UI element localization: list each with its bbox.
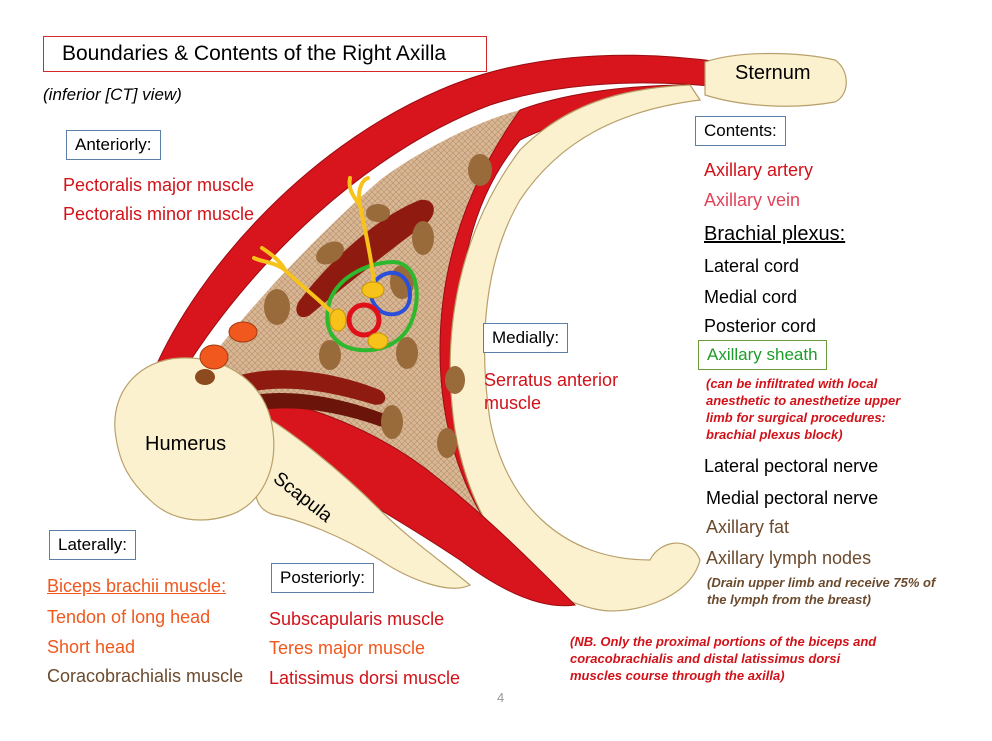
posterior-heading: Posteriorly: — [271, 563, 375, 593]
contents-medial-pectoral: Medial pectoral nerve — [706, 488, 879, 508]
medial-item: muscle — [484, 393, 542, 413]
sternum-label: Sternum — [735, 62, 811, 84]
axillary-artery — [346, 302, 382, 338]
sheath-note: (can be infiltrated with local anestheti… — [706, 376, 901, 442]
posterior-item: Subscapularis muscle — [269, 609, 445, 629]
page-subtitle: (inferior [CT] view) — [43, 85, 182, 104]
chest-wall-bone — [449, 84, 702, 612]
pectoralis-minor — [296, 199, 434, 318]
page-number: 4 — [497, 690, 505, 705]
contents-lateral-pectoral: Lateral pectoral nerve — [704, 456, 879, 476]
lateral-item: Tendon of long head — [47, 607, 211, 627]
contents-cord: Medial cord — [704, 287, 798, 307]
nerves — [252, 176, 377, 322]
contents-sheath: Axillary sheath — [698, 340, 827, 370]
lymph-nodes — [264, 154, 492, 458]
humerus-bone — [114, 357, 275, 521]
anterior-heading: Anteriorly: — [66, 130, 161, 160]
lateral-heading: Laterally: — [49, 530, 136, 560]
teres-dark — [230, 392, 400, 432]
subscapularis-dark — [215, 370, 386, 405]
lateral-item: Biceps brachii muscle: — [47, 576, 227, 596]
anterior-item: Pectoralis major muscle — [63, 175, 255, 195]
posterior-item: Teres major muscle — [269, 638, 426, 658]
lateral-item: Short head — [47, 637, 136, 657]
cord-ovals — [329, 281, 389, 350]
posterior-item: Latissimus dorsi muscle — [269, 668, 461, 688]
contents-plexus: Brachial plexus: — [704, 223, 846, 245]
sternum-bone — [704, 52, 847, 107]
biceps-long-head — [228, 321, 258, 343]
medial-heading: Medially: — [483, 323, 569, 353]
contents-vein: Axillary vein — [704, 190, 801, 210]
contents-cord: Lateral cord — [704, 256, 800, 276]
humerus-label: Humerus — [145, 433, 227, 455]
lateral-item: Coracobrachialis muscle — [47, 666, 244, 686]
contents-nodes: Axillary lymph nodes — [706, 548, 872, 568]
coracobrachialis — [195, 369, 215, 385]
medial-item: Serratus anterior — [484, 370, 619, 390]
contents-artery: Axillary artery — [704, 160, 814, 180]
page-title: Boundaries & Contents of the Right Axill… — [43, 36, 487, 72]
nodes-note: (Drain upper limb and receive 75% of the… — [707, 575, 936, 607]
contents-fat: Axillary fat — [706, 517, 790, 537]
nb-note: (NB. Only the proximal portions of the b… — [570, 634, 877, 683]
axillary-sheath — [325, 259, 419, 353]
anterior-item: Pectoralis minor muscle — [63, 204, 255, 224]
contents-heading: Contents: — [695, 116, 786, 146]
biceps-short-head — [199, 344, 229, 370]
contents-cord: Posterior cord — [704, 316, 817, 336]
